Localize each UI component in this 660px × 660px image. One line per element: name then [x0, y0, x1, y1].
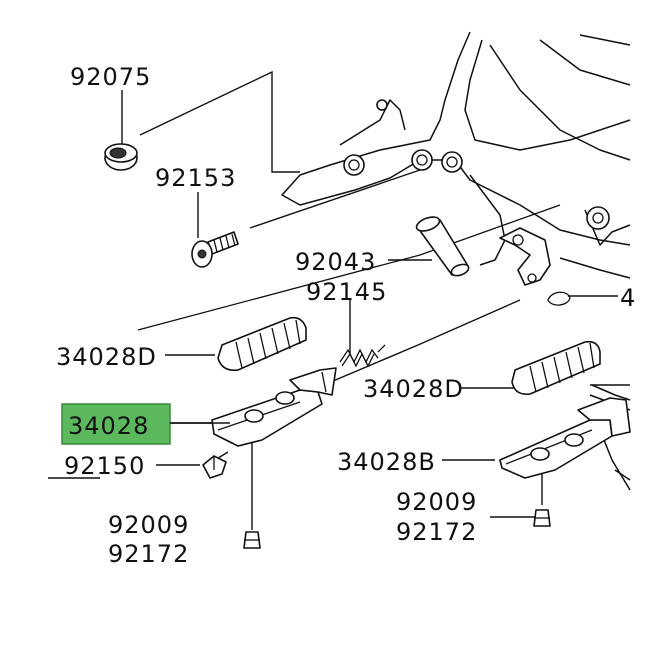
- highlight-34028: [61, 403, 171, 445]
- bolt-left-lower: [243, 531, 261, 549]
- nut-92150: [202, 455, 227, 479]
- label-92145[interactable]: 92145: [306, 278, 387, 306]
- label-92150[interactable]: 92150: [64, 452, 145, 480]
- label-92153[interactable]: 92153: [155, 164, 236, 192]
- part-labels: 92075 92153 92043 92145 34028D 34028 921…: [56, 63, 636, 568]
- grommet-92075: [104, 143, 138, 171]
- label-cut-right[interactable]: 4: [620, 284, 636, 312]
- label-34028[interactable]: 34028: [68, 412, 149, 440]
- label-34028D-right[interactable]: 34028D: [363, 375, 464, 403]
- label-34028D-left[interactable]: 34028D: [56, 343, 157, 371]
- frame-assembly: [137, 31, 631, 491]
- label-92172-left[interactable]: 92172: [108, 540, 189, 568]
- label-92009-left[interactable]: 92009: [108, 511, 189, 539]
- bolt-92153: [191, 231, 239, 268]
- clip-right: [547, 291, 571, 306]
- label-92009-right[interactable]: 92009: [396, 488, 477, 516]
- spring-92145: [339, 344, 386, 368]
- label-92043[interactable]: 92043: [295, 248, 376, 276]
- label-34028B[interactable]: 34028B: [337, 448, 436, 476]
- label-92075[interactable]: 92075: [70, 63, 151, 91]
- bolt-right-lower: [533, 509, 551, 527]
- footrest-right: [499, 340, 631, 479]
- footrest-left: [211, 316, 337, 447]
- pin-92043: [415, 216, 470, 277]
- label-92172-right[interactable]: 92172: [396, 518, 477, 546]
